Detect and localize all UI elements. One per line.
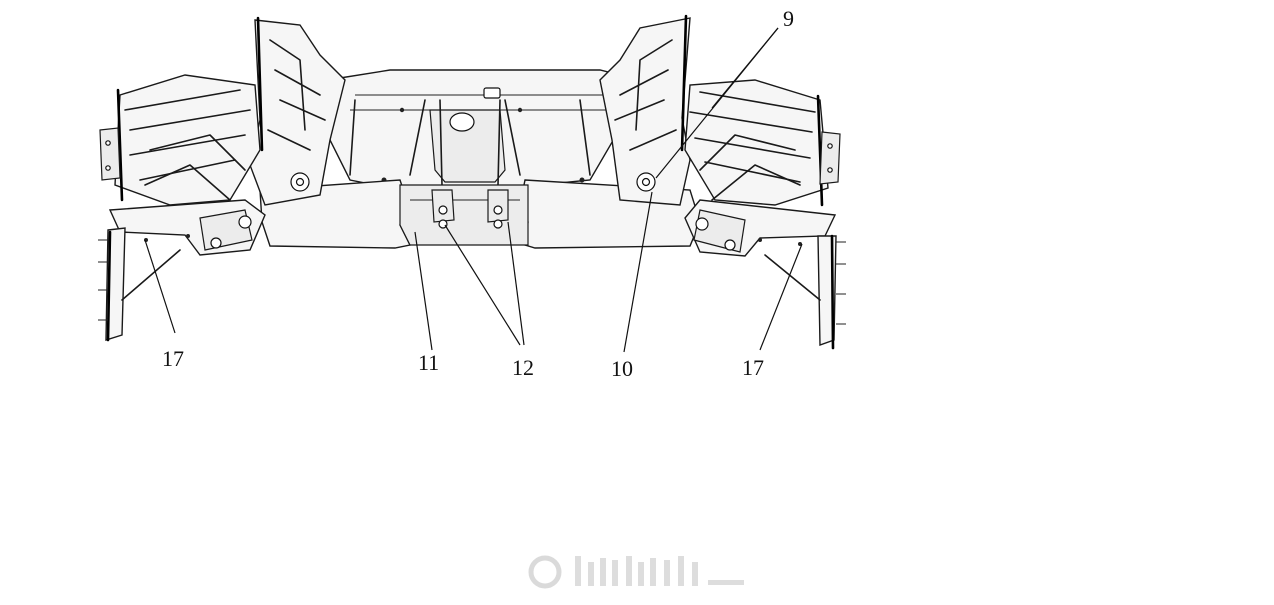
- callout-17-left: 17: [162, 346, 184, 371]
- leader-9b: [711, 27, 779, 109]
- leader-11: [414, 231, 433, 351]
- leader-17-right: [759, 243, 803, 351]
- subframe-assembly: [98, 14, 846, 350]
- leader-17-left: [144, 239, 176, 334]
- leader-10: [623, 191, 653, 353]
- callout-9: 9: [783, 6, 794, 31]
- leader-12a: [444, 224, 521, 346]
- callout-12: 12: [512, 355, 534, 380]
- leader-lines: [144, 27, 803, 353]
- callout-11: 11: [418, 350, 439, 375]
- leader-12b: [507, 221, 525, 346]
- right-side-member: [599, 14, 846, 350]
- mount-bracket-left: [431, 189, 455, 229]
- mount-bracket-right: [487, 189, 509, 229]
- watermark-logo: [528, 555, 744, 589]
- left-side-member: [98, 16, 346, 342]
- callout-labels: 9 17 11 12 10 17: [162, 6, 794, 381]
- callout-17-right: 17: [742, 355, 764, 380]
- callout-10: 10: [611, 356, 633, 381]
